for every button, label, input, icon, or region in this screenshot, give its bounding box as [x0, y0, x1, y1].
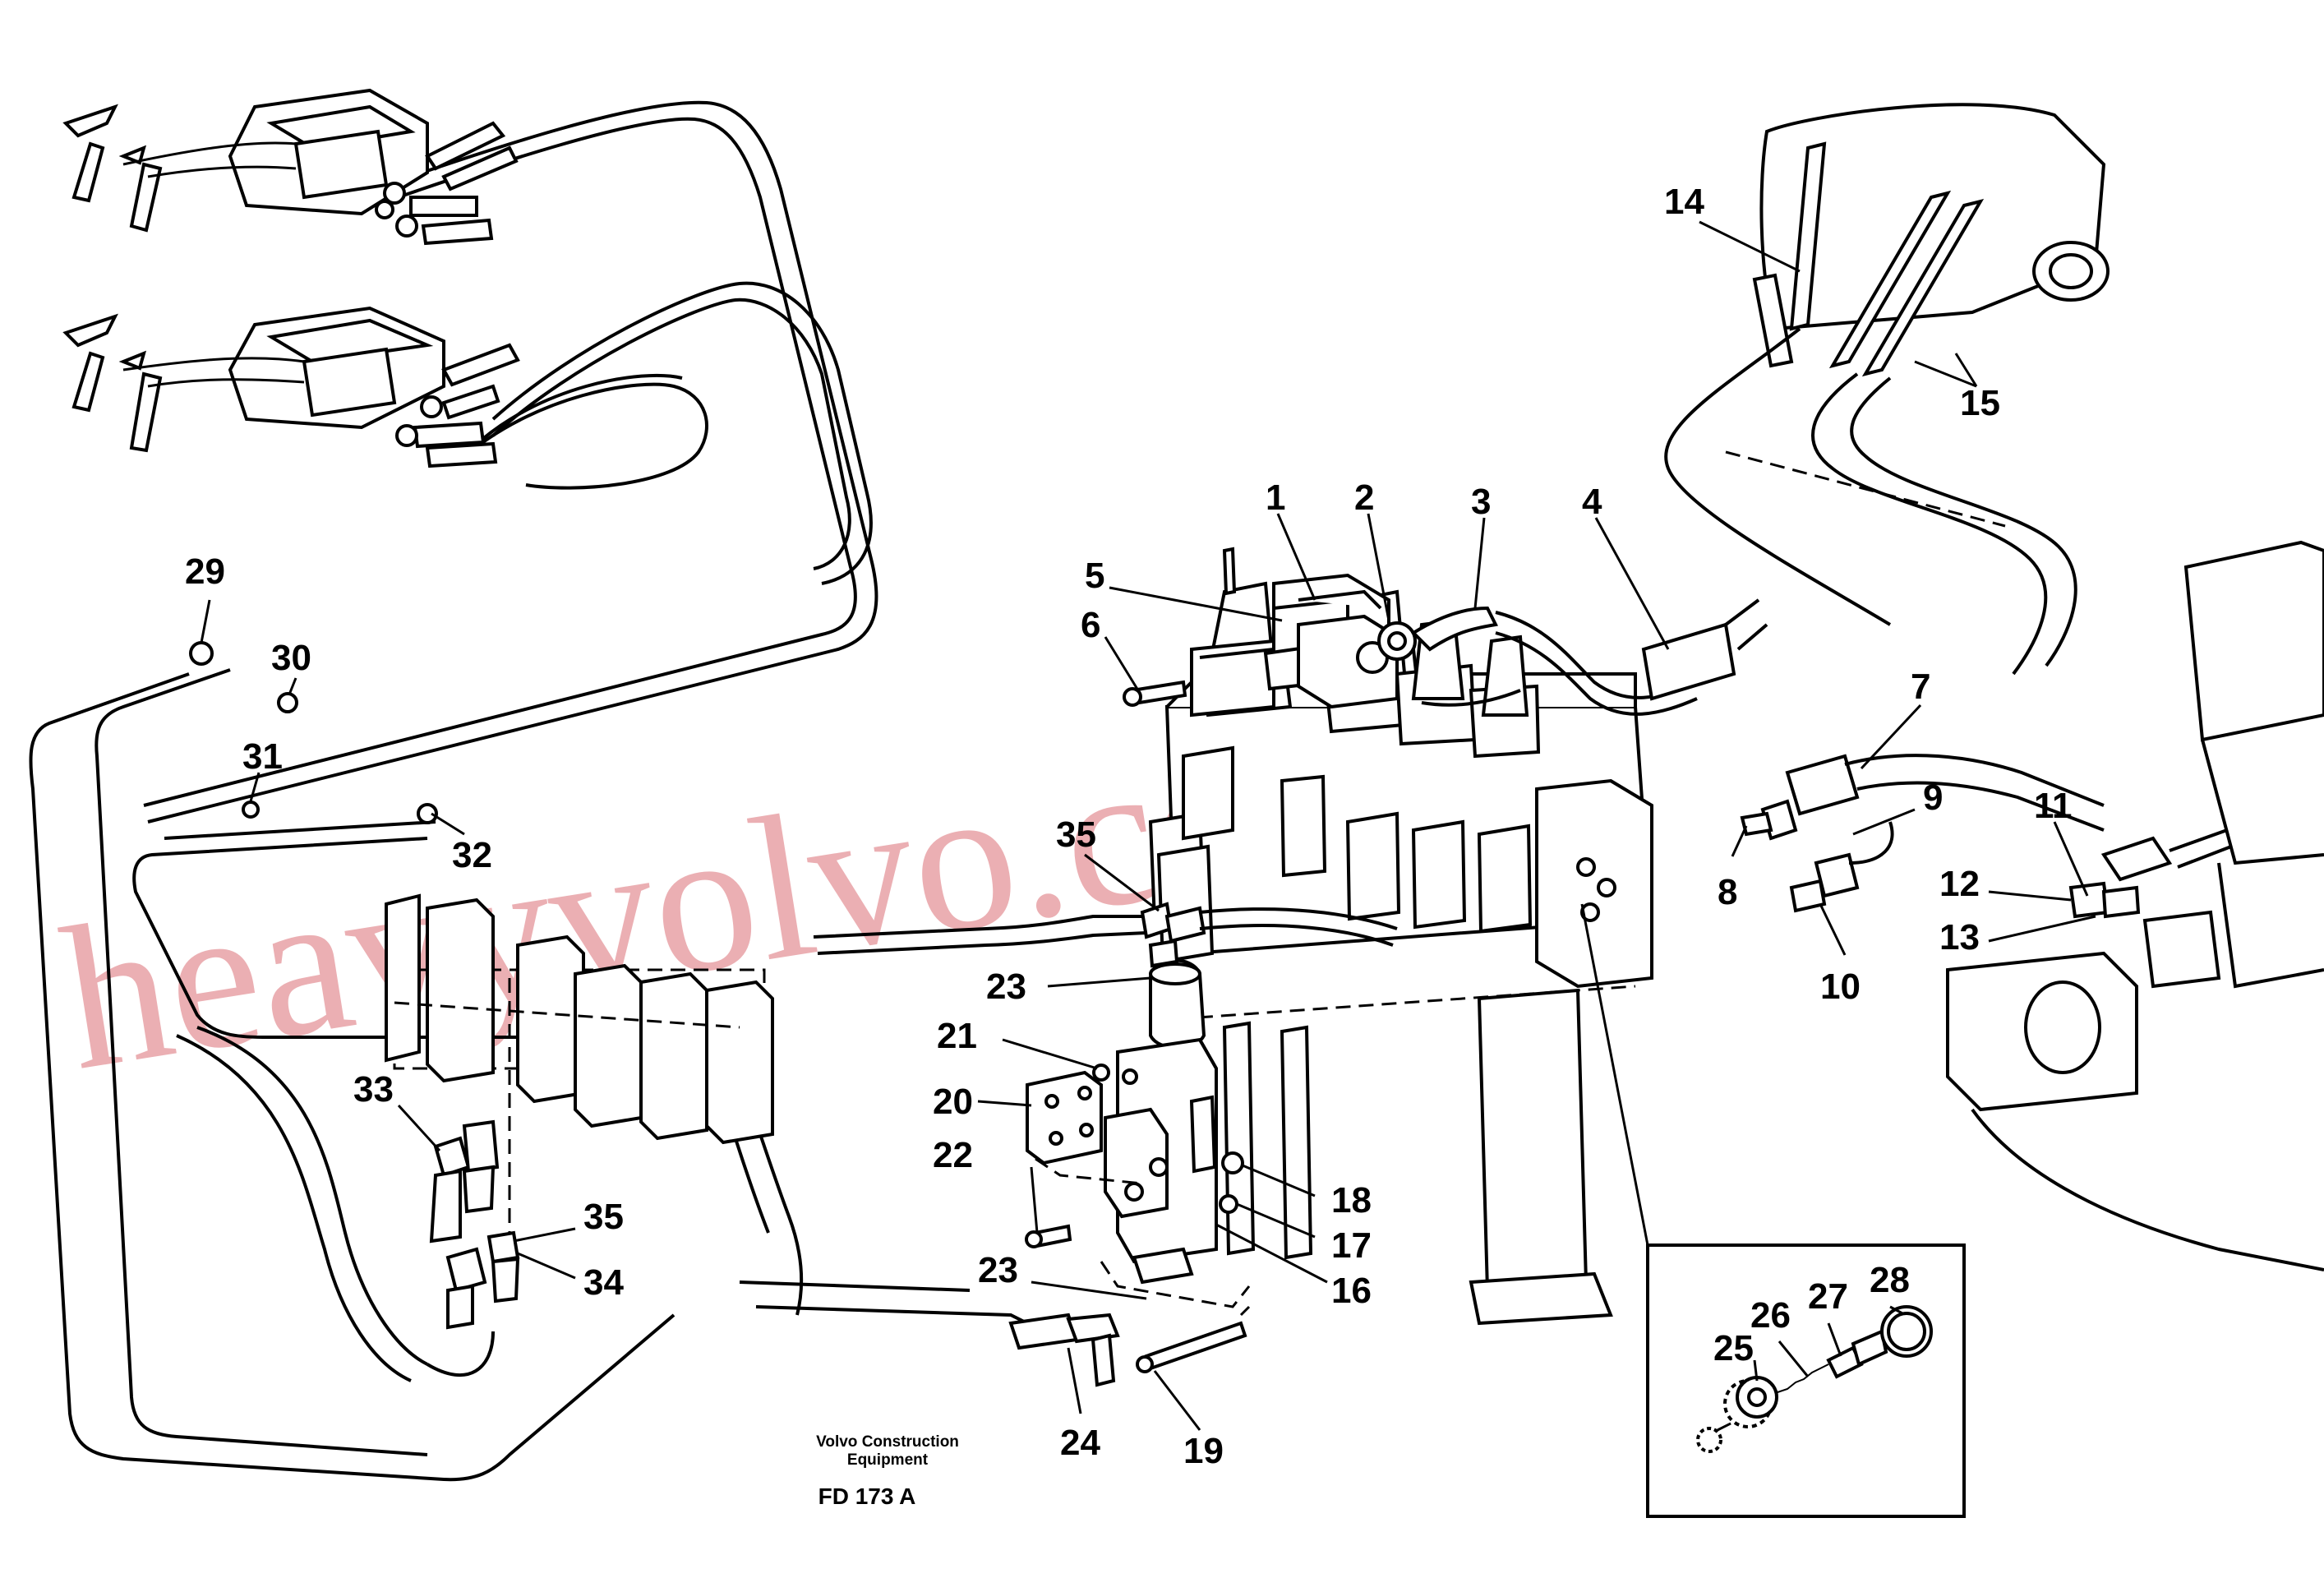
- callout-6: 6: [1081, 605, 1100, 645]
- callout-5: 5: [1085, 556, 1104, 596]
- caption-company-line2: Equipment: [847, 1451, 929, 1469]
- callout-34: 34: [583, 1262, 624, 1303]
- callout-30: 30: [271, 638, 311, 678]
- callout-35-lower: 35: [583, 1197, 624, 1237]
- main-valve-block: [1148, 581, 1653, 1326]
- callout-28: 28: [1870, 1260, 1910, 1300]
- callout-31: 31: [242, 736, 283, 777]
- callout-25: 25: [1713, 1328, 1754, 1368]
- callout-9: 9: [1923, 777, 1943, 818]
- callout-29: 29: [185, 551, 225, 592]
- leader-lines: [200, 220, 2096, 1431]
- callout-23-lower: 23: [978, 1250, 1018, 1290]
- left-valve-bank: [385, 893, 774, 1266]
- callout-33: 33: [353, 1069, 394, 1110]
- pedal-assembly-lower: [62, 306, 520, 468]
- callout-17: 17: [1331, 1225, 1372, 1266]
- right-hoses-7-13: [1740, 540, 2324, 1271]
- callout-27: 27: [1808, 1276, 1848, 1317]
- callout-3: 3: [1471, 482, 1491, 522]
- callout-35-upper: 35: [1056, 814, 1096, 855]
- callout-23-upper: 23: [986, 967, 1026, 1007]
- callout-32: 32: [452, 835, 492, 875]
- callout-1: 1: [1266, 478, 1285, 518]
- detail-inset: [1580, 903, 1966, 1518]
- callout-20: 20: [933, 1082, 973, 1122]
- callout-26: 26: [1750, 1295, 1791, 1336]
- callout-14: 14: [1664, 182, 1704, 222]
- callout-2: 2: [1354, 478, 1374, 518]
- cylinder-rods-14-15: [1664, 103, 2110, 676]
- callout-12: 12: [1939, 864, 1980, 904]
- callout-21: 21: [937, 1016, 977, 1056]
- callout-24: 24: [1060, 1423, 1100, 1463]
- callout-16: 16: [1331, 1271, 1372, 1311]
- callout-19: 19: [1183, 1431, 1224, 1471]
- caption-company-line1: Volvo Construction: [816, 1433, 959, 1451]
- clamps: [189, 641, 438, 824]
- callout-8: 8: [1718, 872, 1737, 912]
- callout-4: 4: [1582, 482, 1602, 522]
- pilot-valve-16-24: [813, 902, 1398, 1387]
- callout-13: 13: [1939, 917, 1980, 957]
- caption-figure-code: FD 173 A: [818, 1483, 916, 1509]
- fittings-left: [429, 1119, 520, 1330]
- hose-loops-left: [29, 100, 1036, 1482]
- callout-22: 22: [933, 1135, 973, 1175]
- callout-labels: 1 2 3 4 5 6 7 8 9 10 11 12 13 14 15 16 1…: [185, 182, 2073, 1471]
- callout-10: 10: [1820, 967, 1861, 1007]
- callout-15: 15: [1960, 383, 2000, 423]
- figure-caption: Volvo Construction Equipment FD 173 A: [816, 1433, 959, 1509]
- pedal-assembly-upper: [62, 88, 519, 246]
- callout-11: 11: [2034, 786, 2073, 826]
- callout-18: 18: [1331, 1180, 1372, 1220]
- callout-7: 7: [1911, 667, 1930, 707]
